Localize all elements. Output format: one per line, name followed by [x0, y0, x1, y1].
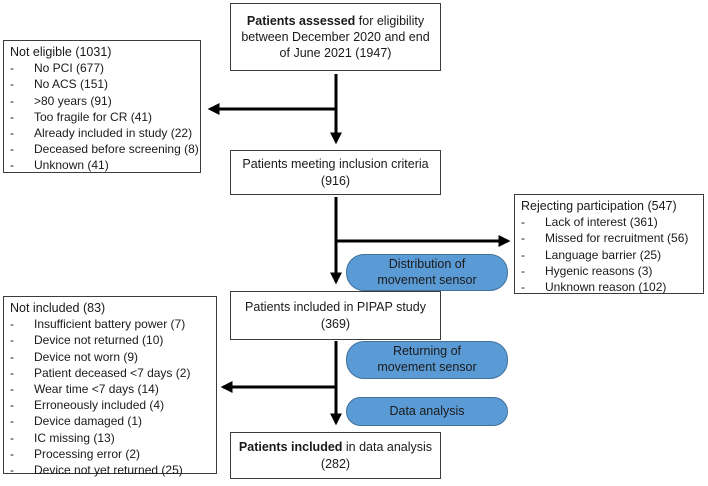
data-analysis-label: Data analysis	[389, 403, 465, 418]
list-item: Patient deceased <7 days (2)	[10, 365, 210, 381]
distribution-pill: Distribution of movement sensor	[346, 254, 508, 291]
list-item: No PCI (677)	[10, 60, 194, 76]
meeting-line1: Patients meeting inclusion criteria	[242, 157, 429, 172]
list-item: Unknown reason (102)	[521, 279, 697, 295]
list-item: Already included in study (22)	[10, 125, 194, 141]
data-analysis-pill: Data analysis	[346, 397, 508, 426]
list-item: Insufficient battery power (7)	[10, 316, 210, 332]
patients-assessed-box: Patients assessed for eligibility betwee…	[230, 3, 441, 71]
returning-line2: movement sensor	[377, 360, 477, 374]
list-item: Device not yet returned (25)	[10, 462, 210, 478]
rejecting-box: Rejecting participation (547) Lack of in…	[514, 194, 704, 295]
final-included-box: Patients included in data analysis (282)	[230, 432, 441, 479]
final-rest: in data analysis	[342, 440, 433, 455]
assessed-rest: for eligibility	[355, 13, 425, 28]
rejecting-title: Rejecting participation (547)	[521, 199, 677, 213]
list-item: Device not worn (9)	[10, 349, 210, 365]
assessed-line3: of June 2021 (1947)	[279, 46, 392, 61]
meeting-line2: (916)	[320, 173, 351, 188]
list-item: Device damaged (1)	[10, 413, 210, 429]
list-item: Unknown (41)	[10, 157, 194, 173]
not-eligible-title: Not eligible (1031)	[10, 45, 112, 59]
rejecting-list: Lack of interest (361) Missed for recrui…	[521, 214, 697, 295]
list-item: Wear time <7 days (14)	[10, 381, 210, 397]
meeting-criteria-box: Patients meeting inclusion criteria (916…	[230, 150, 441, 195]
list-item: Missed for recruitment (56)	[521, 230, 697, 246]
not-eligible-box: Not eligible (1031) No PCI (677) No ACS …	[3, 40, 201, 174]
final-line2: (282)	[320, 456, 351, 471]
assessed-bold: Patients assessed	[246, 13, 356, 28]
distribution-line1: Distribution of	[388, 256, 466, 271]
pipap-box: Patients included in PIPAP study (369)	[230, 291, 441, 340]
distribution-line2: movement sensor	[377, 272, 477, 287]
list-item: >80 years (91)	[10, 93, 194, 109]
assessed-line2: between December 2020 and end	[241, 29, 430, 44]
list-item: Device not returned (10)	[10, 332, 210, 348]
not-eligible-list: No PCI (677) No ACS (151) >80 years (91)…	[10, 60, 199, 174]
not-included-title: Not included (83)	[10, 301, 106, 315]
not-included-list: Insufficient battery power (7) Device no…	[10, 316, 210, 478]
list-item: Erroneously included (4)	[10, 397, 210, 413]
final-bold: Patients included	[238, 440, 343, 455]
returning-pill: Returning of movement sensor	[346, 341, 508, 379]
list-item: Hygenic reasons (3)	[521, 263, 697, 279]
pipap-line2: (369)	[320, 316, 351, 331]
pipap-line1: Patients included in PIPAP study	[245, 300, 426, 315]
list-item: Processing error (2)	[10, 446, 210, 462]
list-item: No ACS (151)	[10, 76, 194, 92]
list-item: Too fragile for CR (41)	[10, 109, 194, 125]
list-item: Lack of interest (361)	[521, 214, 697, 230]
list-item: IC missing (13)	[10, 430, 210, 446]
not-included-box: Not included (83) Insufficient battery p…	[3, 296, 217, 478]
list-item: Deceased before screening (8)	[10, 141, 199, 157]
list-item: Language barrier (25)	[521, 247, 697, 263]
returning-line1: Returning of	[392, 344, 462, 359]
